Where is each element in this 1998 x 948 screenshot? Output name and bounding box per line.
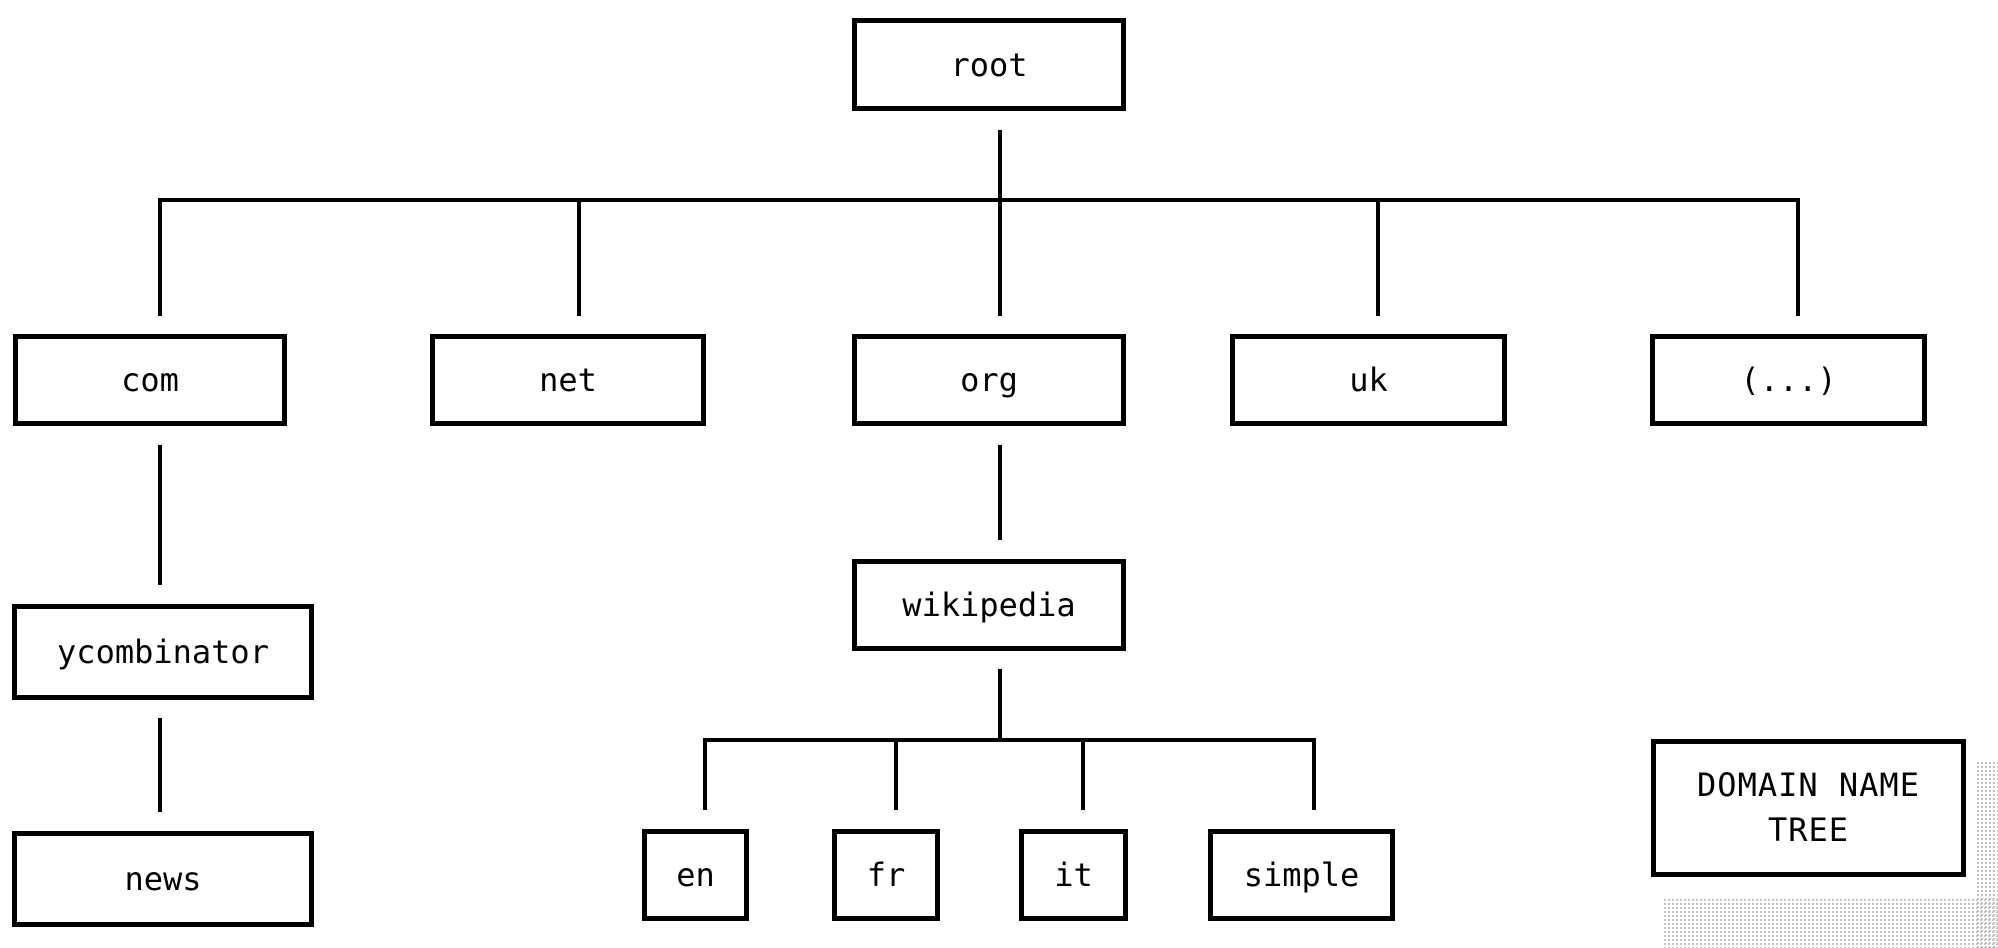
node-com-label: com (121, 361, 179, 399)
node-simple: simple (1208, 829, 1395, 921)
node-en-label: en (676, 856, 715, 894)
connector-wikipedia-stem (998, 669, 1002, 738)
connector-drop-fr (894, 738, 898, 810)
node-root: root (852, 18, 1126, 111)
node-it-label: it (1054, 856, 1093, 894)
node-it: it (1019, 829, 1128, 921)
node-uk: uk (1230, 334, 1507, 426)
node-wikipedia-label: wikipedia (902, 586, 1076, 624)
connector-drop-org (998, 198, 1002, 316)
node-org: org (852, 334, 1126, 426)
node-en: en (642, 829, 749, 921)
node-ycombinator-label: ycombinator (57, 633, 269, 671)
connector-drop-en (703, 738, 707, 810)
diagram-title-box: DOMAIN NAME TREE (1651, 739, 1966, 877)
node-news: news (12, 831, 314, 927)
connector-level1-bus (158, 198, 1800, 202)
connector-drop-other-tlds (1796, 198, 1800, 316)
connector-drop-simple (1312, 738, 1316, 810)
node-other-tlds: (...) (1650, 334, 1927, 426)
connector-ycombinator-news (158, 718, 162, 812)
title-box-shadow-bottom (1663, 898, 1998, 948)
node-net: net (430, 334, 706, 426)
connector-root-stem (998, 130, 1002, 200)
connector-org-wikipedia (998, 445, 1002, 540)
node-root-label: root (950, 45, 1028, 84)
node-other-tlds-label: (...) (1740, 361, 1837, 399)
connector-drop-net (577, 198, 581, 316)
node-uk-label: uk (1349, 361, 1388, 399)
connector-wikipedia-bus (703, 738, 1316, 742)
node-simple-label: simple (1243, 856, 1360, 894)
node-fr-label: fr (866, 856, 906, 894)
node-net-label: net (539, 361, 597, 399)
node-ycombinator: ycombinator (12, 604, 314, 700)
diagram-title-line-1: DOMAIN NAME (1697, 766, 1920, 804)
connector-com-ycombinator (158, 445, 162, 585)
connector-drop-com (158, 198, 162, 316)
node-com: com (13, 334, 287, 426)
node-wikipedia: wikipedia (852, 559, 1126, 651)
connector-drop-uk (1376, 198, 1380, 316)
node-fr: fr (832, 829, 940, 921)
connector-drop-it (1081, 738, 1085, 810)
node-org-label: org (960, 361, 1018, 399)
node-news-label: news (124, 860, 202, 898)
diagram-title-line-2: TREE (1767, 811, 1850, 849)
